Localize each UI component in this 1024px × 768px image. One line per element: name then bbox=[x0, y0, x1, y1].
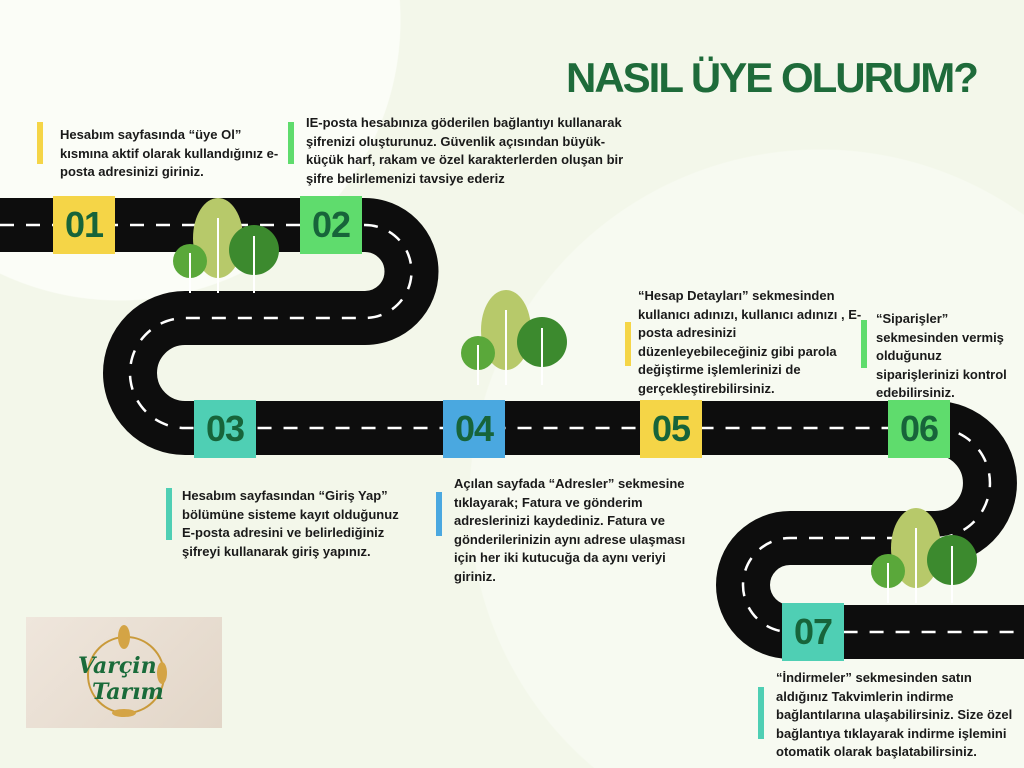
step-2-badge: 02 bbox=[300, 196, 362, 254]
step-1-text: Hesabım sayfasında “üye Ol” kısmına akti… bbox=[60, 127, 279, 179]
svg-text:Tarım: Tarım bbox=[92, 679, 164, 705]
step-number: 01 bbox=[64, 204, 104, 245]
accent-bar bbox=[758, 687, 764, 739]
step-5-badge: 05 bbox=[640, 400, 702, 458]
wheat-logo-icon: Varçin Tarım bbox=[78, 624, 167, 717]
svg-text:Varçin: Varçin bbox=[78, 653, 157, 679]
step-5-text: “Hesap Detayları” sekmesinden kullanıcı … bbox=[638, 288, 862, 396]
company-logo: Varçin Tarım bbox=[26, 617, 222, 728]
accent-bar bbox=[861, 320, 867, 368]
step-number: 07 bbox=[793, 611, 833, 652]
accent-bar bbox=[625, 322, 631, 366]
tree-icon bbox=[871, 508, 977, 603]
step-6-badge: 06 bbox=[888, 400, 950, 458]
step-7-badge: 07 bbox=[782, 603, 844, 661]
step-3-text: Hesabım sayfasından “Giriş Yap” bölümüne… bbox=[182, 488, 399, 559]
accent-bar bbox=[288, 122, 294, 164]
step-1-badge: 01 bbox=[53, 196, 115, 254]
step-4-text: Açılan sayfada “Adresler” sekmesine tıkl… bbox=[454, 476, 686, 584]
accent-bar bbox=[436, 492, 442, 536]
step-6-text: “Siparişler” sekmesinden vermiş olduğunu… bbox=[876, 311, 1007, 400]
step-number: 04 bbox=[454, 408, 494, 449]
step-number: 05 bbox=[651, 408, 691, 449]
tree-icon bbox=[173, 198, 279, 293]
step-number: 06 bbox=[899, 408, 939, 449]
accent-bar bbox=[37, 122, 43, 164]
page-title: NASIL ÜYE OLURUM? bbox=[566, 54, 979, 101]
step-7-text: “İndirmeler” sekmesinden satın aldığınız… bbox=[776, 670, 1013, 759]
tree-icon bbox=[461, 290, 567, 385]
step-2-text: IE-posta hesabınıza göderilen bağlantıyı… bbox=[306, 115, 624, 186]
step-number: 02 bbox=[311, 204, 351, 245]
step-3-badge: 03 bbox=[194, 400, 256, 458]
accent-bar bbox=[166, 488, 172, 540]
step-number: 03 bbox=[205, 408, 245, 449]
step-4-badge: 04 bbox=[443, 400, 505, 458]
